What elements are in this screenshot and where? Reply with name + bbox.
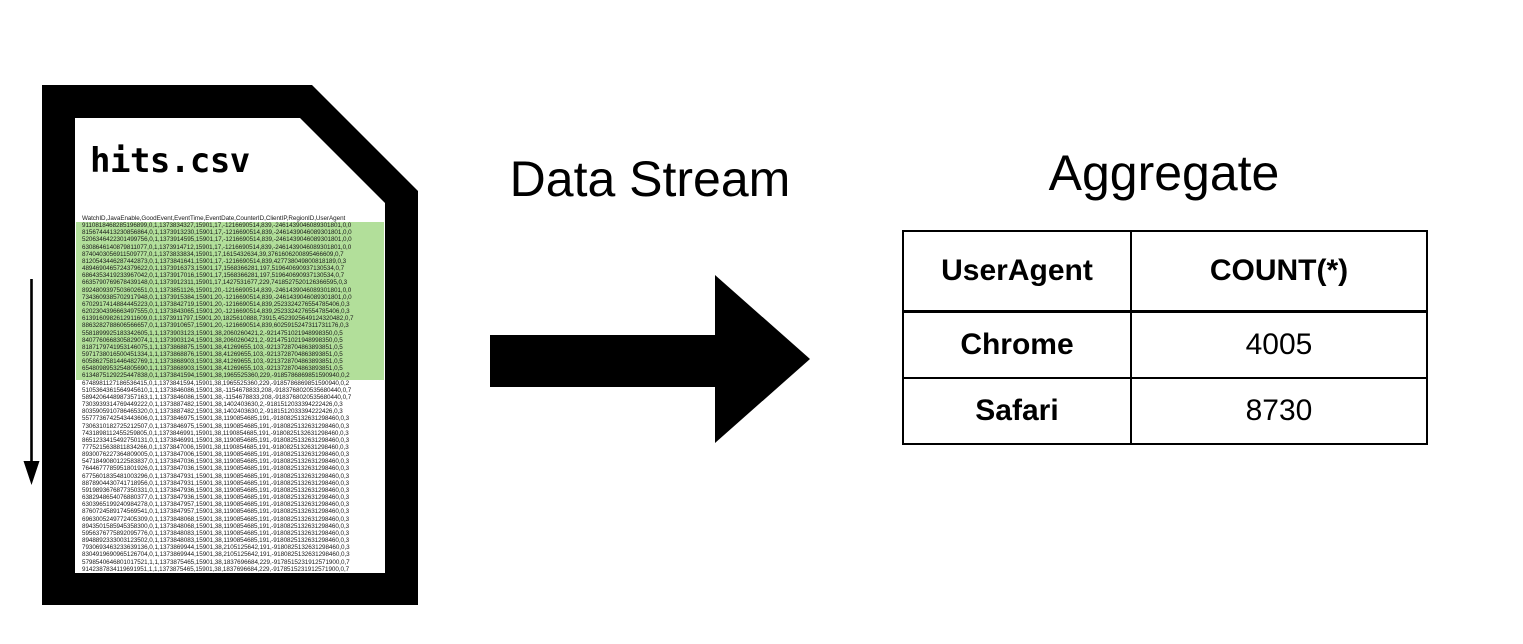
aggregate-table: UserAgent COUNT(*) Chrome 4005 Safari 87… bbox=[902, 230, 1428, 445]
csv-row: 6548098953254805690,1,1,1373868903,15901… bbox=[76, 365, 384, 373]
csv-row: 5919893676877350331,0,1,1373847936,15901… bbox=[82, 486, 350, 494]
csv-row: 6748981127186536415,0,1,1373841594,15901… bbox=[82, 379, 350, 387]
csv-row: 6702917414884445223,0,1,1373842719,15901… bbox=[76, 300, 384, 309]
csv-row: 8878904430741718956,0,1,1373847931,15901… bbox=[82, 479, 350, 487]
csv-row: 7930693463233639136,0,1,1373869944,15901… bbox=[82, 544, 350, 552]
csv-row: 8943501585945358300,0,1,1373848068,15901… bbox=[82, 522, 350, 530]
table-header-row: UserAgent COUNT(*) bbox=[902, 230, 1428, 313]
csv-rows: WatchID,JavaEnable,GoodEvent,EventTime,E… bbox=[76, 215, 384, 573]
csv-row: 8120543446287442873,0,1,1373841641,15901… bbox=[76, 257, 384, 266]
csv-row: 8156744413230856864,0,1,1373913230,15901… bbox=[76, 229, 384, 237]
csv-row: 8651233415492750131,0,1,1373846991,15901… bbox=[82, 436, 350, 444]
cell-agent: Chrome bbox=[902, 310, 1132, 379]
csv-row: 6635790769678439148,0,1,1373912311,15901… bbox=[76, 279, 384, 287]
cell-agent: Safari bbox=[902, 377, 1132, 445]
csv-row: 6303965199240984278,0,1,1373847957,15901… bbox=[82, 501, 350, 509]
csv-row: 8187179741953146075,1,1,1373868875,15901… bbox=[76, 343, 384, 351]
csv-row: 8740403056911509777,0,1,1373833834,15901… bbox=[76, 250, 384, 258]
csv-row: 5577736742543443606,0,1,1373846975,15901… bbox=[82, 415, 350, 423]
csv-row: 7775215638811834266,0,1,1373847006,15901… bbox=[82, 444, 349, 451]
csv-row: 8863282788606566657,0,1,1373910657,15901… bbox=[76, 322, 384, 330]
csv-row: 6382948654076880377,0,1,1373847936,15901… bbox=[82, 494, 350, 502]
csv-row: 5894206448987357163,1,1,1373846086,15901… bbox=[82, 393, 352, 401]
csv-row: 5206346422301499756,0,1,1373914595,15901… bbox=[76, 236, 384, 244]
header-count: COUNT(*) bbox=[1130, 230, 1428, 313]
csv-row: 6963005249772405309,0,1,1373848068,15901… bbox=[82, 515, 350, 523]
csv-row: 7343609385702917948,0,1,1373915384,15901… bbox=[76, 293, 384, 301]
csv-row: 7431898112455259805,0,1,1373846991,15901… bbox=[82, 429, 349, 437]
csv-row: 9110818468285196899,0,1,1373834327,15901… bbox=[76, 222, 384, 230]
csv-row: 8407760668305829074,1,1,1373903124,15901… bbox=[76, 336, 384, 344]
file-name: hits.csv bbox=[90, 141, 250, 181]
table-row: Chrome 4005 bbox=[902, 310, 1428, 379]
cell-count: 4005 bbox=[1130, 310, 1428, 379]
csv-row: 9142387834119691951,1,1,1373875465,15901… bbox=[82, 565, 350, 573]
scroll-down-arrow-icon bbox=[23, 279, 40, 485]
cell-count: 8730 bbox=[1130, 377, 1428, 445]
csv-row: 8924809397503602651,0,1,1373851126,15901… bbox=[76, 286, 384, 294]
flow-right-arrow-icon bbox=[490, 275, 810, 443]
csv-row: 8035905910786465320,0,1,1373887482,15901… bbox=[82, 408, 343, 416]
csv-row: 6202304396663497555,0,1,1373843065,15901… bbox=[76, 308, 384, 316]
csv-row: 6134875129225447838,0,1,1373841594,15901… bbox=[76, 372, 384, 380]
csv-row: 8948892333003123502,0,1,1373848083,15901… bbox=[82, 537, 350, 545]
csv-row: 6058627581446482769,1,1,1373868903,15901… bbox=[76, 358, 384, 366]
table-row: Safari 8730 bbox=[902, 377, 1428, 445]
aggregate-label: Aggregate bbox=[1048, 145, 1280, 201]
csv-row: 8760724589174569541,0,1,1373847957,15901… bbox=[82, 508, 350, 516]
csv-row: 5471849080122583837,0,1,1373847036,15901… bbox=[82, 458, 350, 466]
csv-row: 6308646140879811077,0,1,1373914712,15901… bbox=[76, 243, 384, 251]
csv-row: 4894690465724379622,0,1,1373916373,15901… bbox=[76, 265, 384, 273]
csv-row: 5956376775892095776,0,1,1373848083,15901… bbox=[82, 529, 350, 537]
csv-row: 8304919690965126704,0,1,1373869944,15901… bbox=[82, 551, 350, 559]
csv-row: 6864353419233967042,0,1,1373917016,15901… bbox=[76, 272, 384, 280]
csv-row: WatchID,JavaEnable,GoodEvent,EventTime,E… bbox=[82, 215, 346, 222]
csv-row: 5581899925183342605,1,1,1373903123,15901… bbox=[76, 329, 384, 337]
header-useragent: UserAgent bbox=[902, 230, 1132, 313]
csv-row: 5105364361564945610,1,1,1373846086,15901… bbox=[82, 386, 352, 394]
csv-row: 5798540646801017521,1,1,1373875465,15901… bbox=[82, 558, 350, 566]
csv-row: 8930076227364809005,0,1,1373847006,15901… bbox=[82, 451, 350, 459]
csv-row: 6775601835481003296,0,1,1373847931,15901… bbox=[82, 472, 350, 480]
csv-row: 7303939314769449222,0,1,1373887482,15901… bbox=[82, 401, 343, 409]
csv-row: 5971738016500451334,1,1,1373868876,15901… bbox=[76, 350, 384, 359]
csv-row: 7306310182725212507,0,1,1373846975,15901… bbox=[82, 422, 350, 430]
data-stream-label: Data Stream bbox=[509, 151, 791, 207]
csv-row: 7644677785951801926,0,1,1373847036,15901… bbox=[82, 465, 350, 473]
csv-row: 6139160982612911609,0,1,1373911797,15901… bbox=[76, 315, 384, 323]
